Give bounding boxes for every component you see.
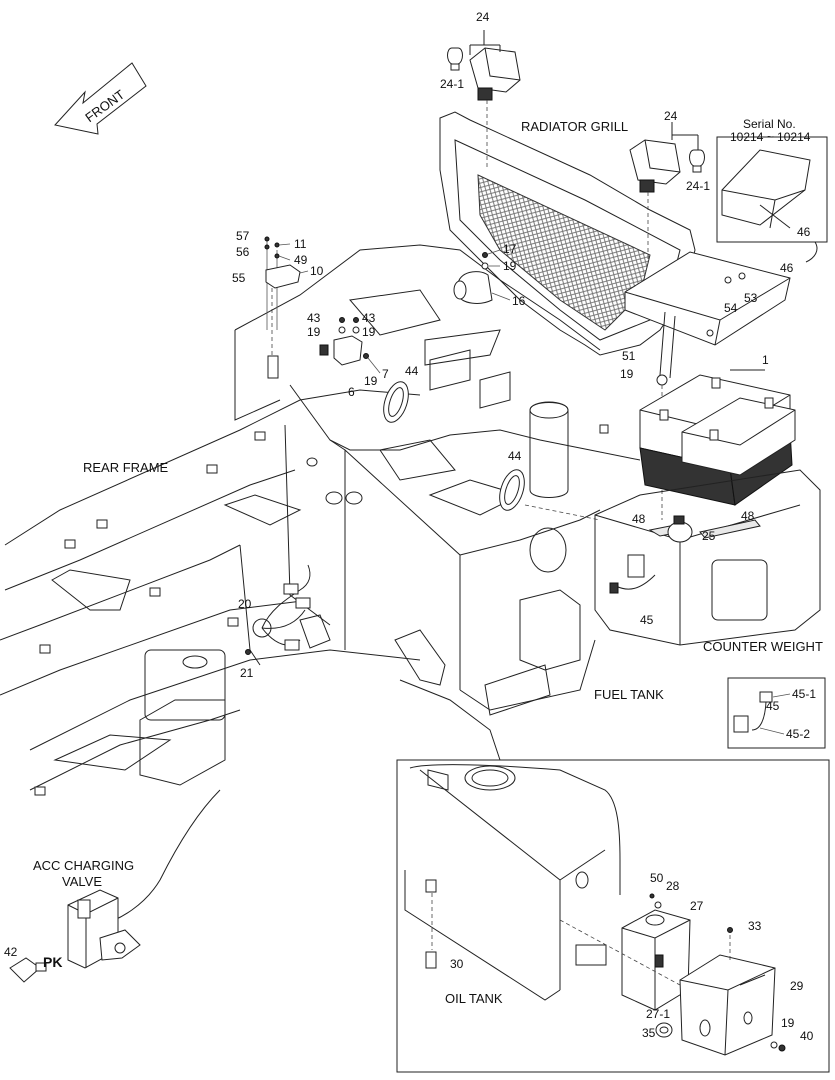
part-7: 7 [382,367,389,381]
part-57: 57 [236,229,250,243]
connector-inset: 45 45-1 45-2 [727,677,826,749]
work-lamp-top: 24 24-1 [440,10,521,170]
part-19-b: 19 [307,325,321,339]
part-30: 30 [450,957,464,971]
part-33: 33 [748,919,762,933]
counter-weight: COUNTER WEIGHT 48 48 25 45 [594,469,823,654]
part-25: 25 [702,529,716,543]
serial-label-line2: 10214 ~ 10214 [730,130,811,144]
part-16: 16 [512,294,526,308]
batteries: 1 [639,353,796,506]
part-42: 42 [4,945,18,959]
part-17: 17 [503,242,517,256]
part-44-a: 44 [405,364,419,378]
part-53: 53 [744,291,758,305]
pk-label: PK [43,954,62,970]
rear-frame-label: REAR FRAME [83,460,169,475]
part-55: 55 [232,271,246,285]
part-35: 35 [642,1026,656,1040]
part-24-right: 24 [664,109,678,123]
part-19-c: 19 [362,325,376,339]
part-45: 45 [640,613,654,627]
part-10: 10 [310,264,324,278]
part-11: 11 [294,237,307,251]
part-24-top: 24 [476,10,490,24]
part-45-2: 45-2 [786,727,810,741]
oil-tank-label: OIL TANK [445,991,503,1006]
part-50: 50 [650,871,664,885]
part-6: 6 [348,385,355,399]
part-29: 29 [790,979,804,993]
part-19-f: 19 [781,1016,795,1030]
work-lamp-right: 24 24-1 [629,109,710,262]
grommets: 44 44 [383,364,601,521]
serial-label-line1: Serial No. [743,117,796,131]
part-1: 1 [762,353,769,367]
solenoid-assembly: 43 43 19 19 7 19 6 [307,311,389,399]
part-45-1: 45-1 [792,687,816,701]
part-44-b: 44 [508,449,522,463]
relay-assembly: 57 56 11 49 55 10 [232,229,324,379]
part-19-e: 19 [620,367,634,381]
fuel-tank-label: FUEL TANK [594,687,664,702]
part-19-a: 19 [503,259,517,273]
counter-weight-label: COUNTER WEIGHT [703,639,823,654]
part-27: 27 [690,899,704,913]
part-19-d: 19 [364,374,378,388]
part-20: 20 [238,597,252,611]
acc-charging-label-1: ACC CHARGING [33,858,134,873]
part-40: 40 [800,1029,814,1043]
part-28: 28 [666,879,680,893]
part-54: 54 [724,301,738,315]
part-24-1-top: 24-1 [440,77,464,91]
part-43-a: 43 [307,311,321,325]
part-49: 49 [294,253,308,267]
serial-part-46: 46 [797,225,811,239]
part-24-1-right: 24-1 [686,179,710,193]
acc-charging-valve: ACC CHARGING VALVE PK 42 [4,789,221,983]
rear-frame: REAR FRAME FUEL TANK [0,244,664,796]
part-43-b: 43 [362,311,376,325]
radiator-grill: RADIATOR GRILL [439,111,696,356]
oil-tank-inset: 30 OIL TANK 50 28 27 27-1 33 29 35 19 40 [396,759,830,1073]
part-48-a: 48 [632,512,646,526]
part-21: 21 [240,666,254,680]
part-56: 56 [236,245,250,259]
radiator-grill-label: RADIATOR GRILL [521,119,628,134]
part-51: 51 [622,349,636,363]
part-46: 46 [780,261,794,275]
wire-harness: 20 21 [227,564,311,680]
serial-inset: Serial No. 10214 ~ 10214 46 [716,117,828,263]
part-48-b: 48 [741,509,755,523]
battery-bracket: 46 53 54 51 19 [620,251,794,520]
part-27-1: 27-1 [646,1007,670,1021]
horn-assembly: 17 19 16 [453,242,526,308]
front-arrow-icon: FRONT [54,62,147,135]
acc-charging-label-2: VALVE [62,874,102,889]
